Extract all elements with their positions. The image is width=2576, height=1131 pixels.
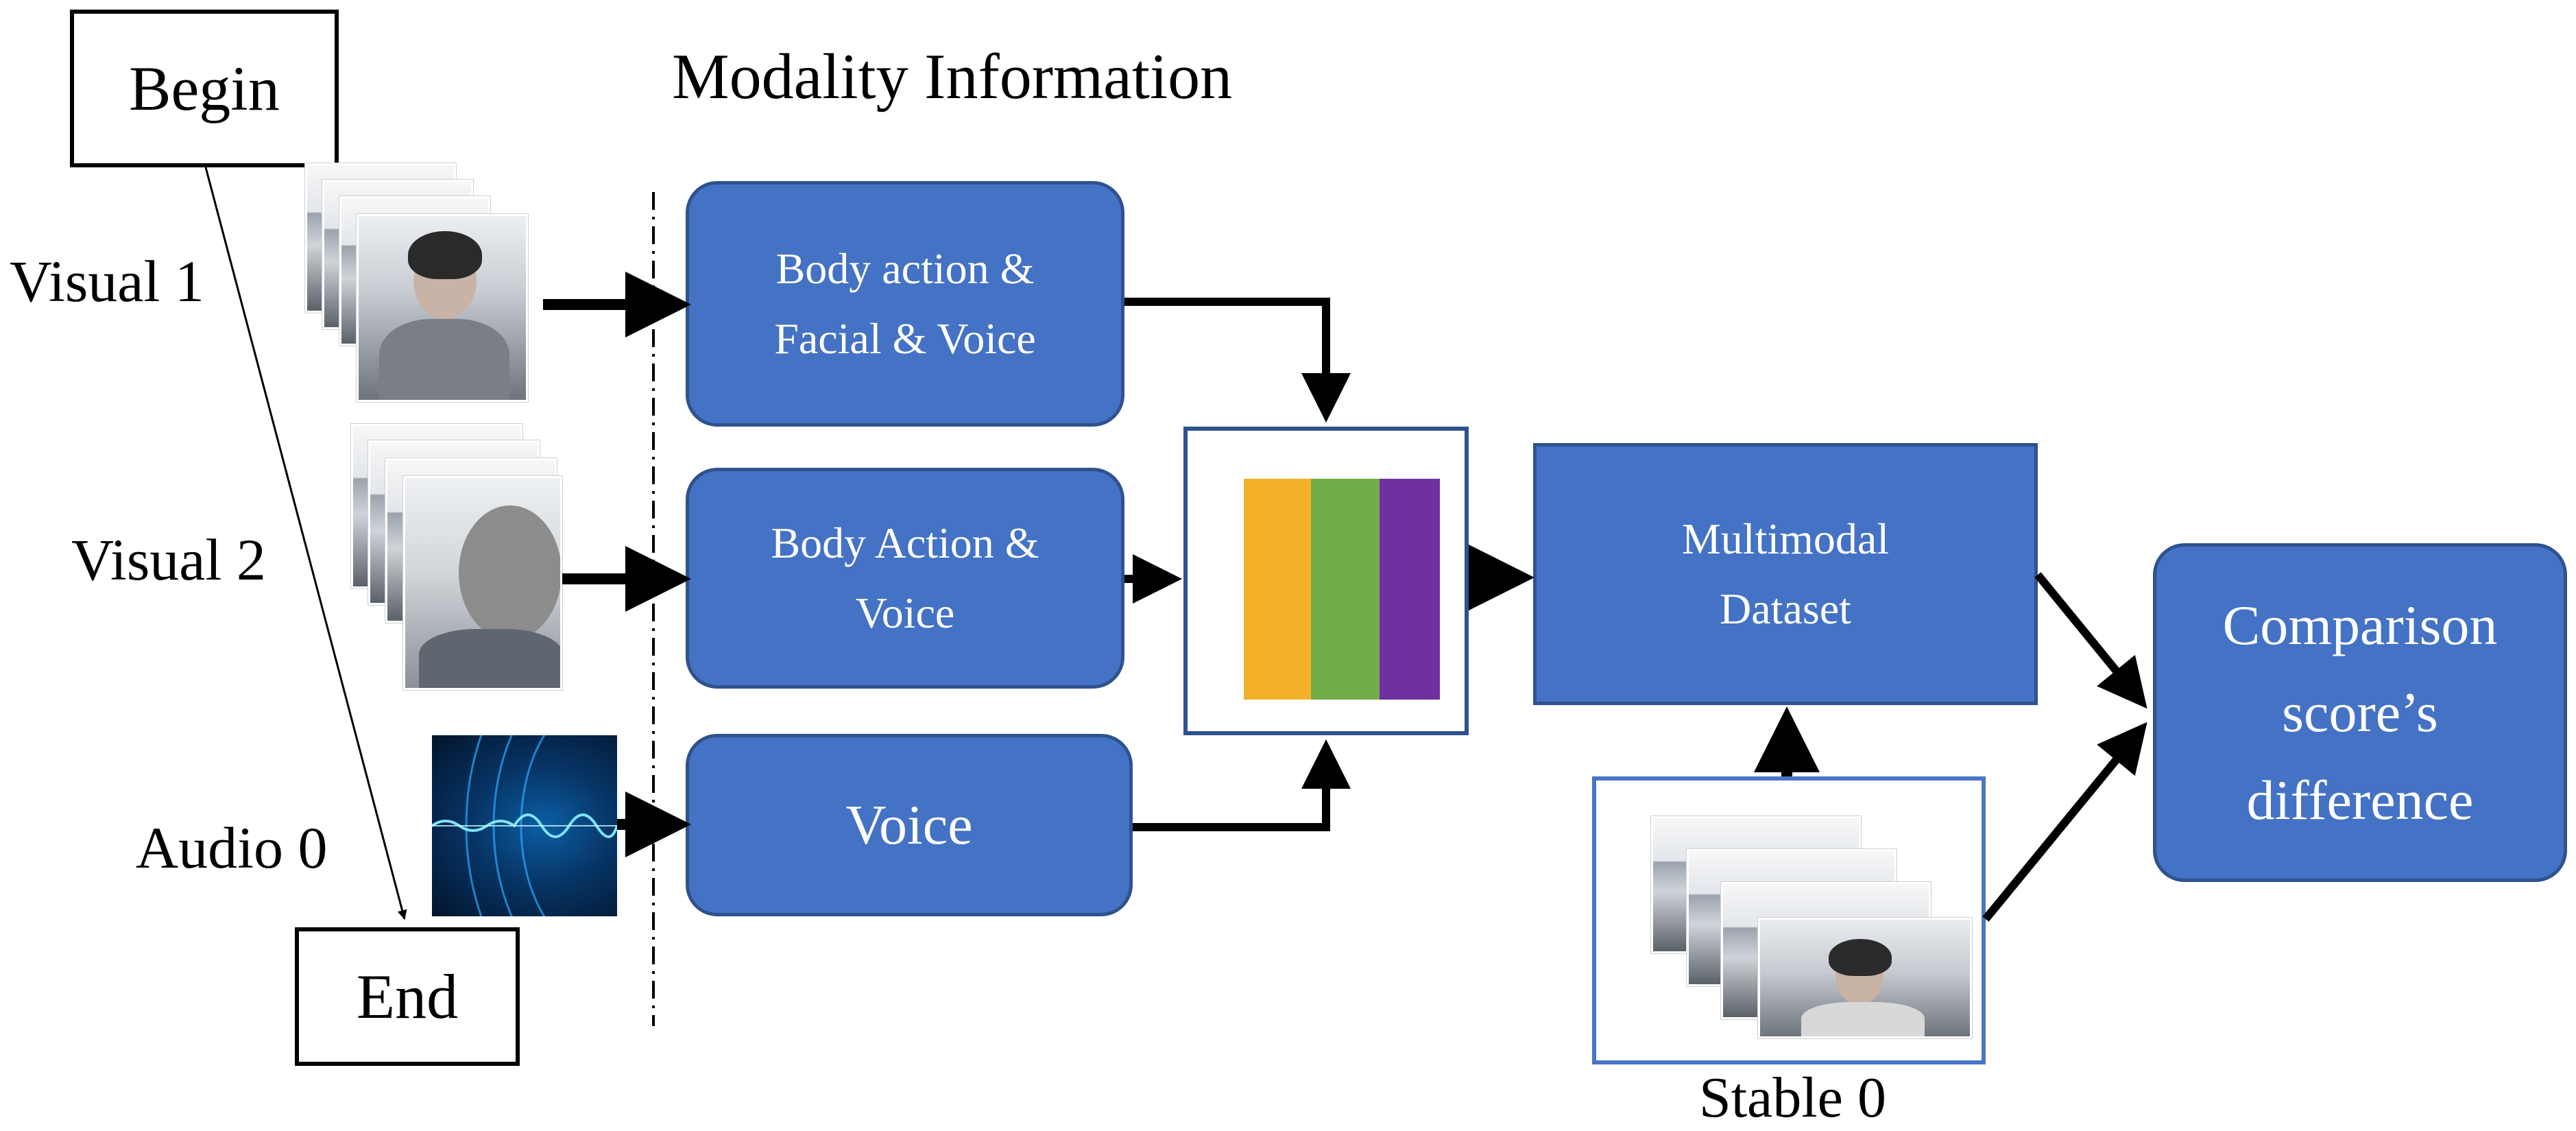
- comparison-line: Comparison: [2222, 594, 2498, 657]
- begin-node: Begin: [70, 10, 339, 167]
- end-label: End: [356, 962, 459, 1032]
- waveform-icon: [432, 735, 617, 916]
- multimodal-dataset-box: Multimodal Dataset: [1533, 443, 2038, 705]
- visual1-frame: [357, 214, 528, 402]
- comparison-line: difference: [2246, 768, 2474, 831]
- modality-box-line: Voice: [845, 794, 973, 857]
- dataset-line: Dataset: [1720, 584, 1851, 633]
- arrow-stable-comparison: [1982, 722, 2147, 922]
- visual2-label: Visual 2: [71, 527, 266, 593]
- begin-label: Begin: [129, 53, 280, 123]
- visual1-label: Visual 1: [10, 248, 204, 314]
- stable-label: Stable 0: [1699, 1066, 1886, 1130]
- modality-box-body-facial-voice: Body action & Facial & Voice: [686, 181, 1124, 427]
- diagram-title: Modality Information: [672, 41, 1233, 112]
- fusion-bar-green: [1311, 479, 1380, 700]
- arrow-box3-fusion: [1133, 739, 1351, 831]
- person-body: [1801, 1002, 1925, 1036]
- modality-box-voice: Voice: [686, 734, 1133, 916]
- dataset-line: Multimodal: [1681, 514, 1890, 563]
- person-body: [379, 319, 509, 400]
- modality-box-line: Voice: [855, 588, 955, 637]
- arrow-box1-fusion: [1124, 298, 1351, 422]
- stable-frame: [1758, 918, 1972, 1038]
- modality-box-line: Facial & Voice: [774, 314, 1036, 363]
- comparison-score-box: Comparison score’s difference: [2153, 543, 2567, 882]
- person-body: [419, 629, 560, 688]
- blurred-face: [459, 505, 560, 640]
- modality-box-line: Body Action &: [771, 518, 1039, 567]
- arrow-dataset-comparison: [2034, 572, 2147, 709]
- end-node: End: [295, 927, 520, 1066]
- stable-image-frame: [1592, 776, 1986, 1064]
- audio0-label: Audio 0: [136, 815, 328, 881]
- fusion-bar-orange: [1244, 479, 1311, 700]
- person-hair: [408, 231, 482, 279]
- visual2-frame: [403, 476, 562, 690]
- modality-box-body-voice: Body Action & Voice: [686, 468, 1124, 689]
- audio-waveform-image: [432, 735, 617, 916]
- fusion-bar-purple: [1380, 479, 1440, 700]
- modality-box-line: Body action &: [775, 243, 1035, 293]
- comparison-line: score’s: [2282, 681, 2438, 744]
- person-hair: [1829, 939, 1892, 976]
- flow-begin-end-arrow: [204, 167, 407, 920]
- feature-fusion-block: [1183, 427, 1469, 735]
